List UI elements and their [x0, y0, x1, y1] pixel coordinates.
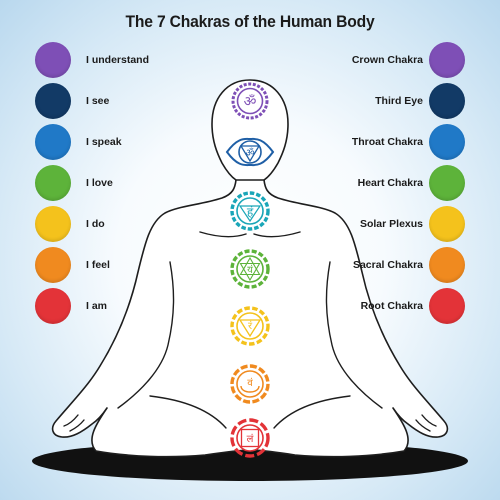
chakra-dot-third-eye-right [429, 83, 465, 119]
affirmation-label: I see [86, 95, 110, 107]
chakra-dot-throat-left [35, 124, 71, 160]
right-arm-inner-line [325, 261, 383, 409]
crown-chakra-symbol: ॐ [231, 82, 269, 120]
left-fingers [63, 414, 85, 432]
heart-chakra-glyph: यं [247, 264, 253, 276]
chakra-dot-crown-left [35, 42, 71, 78]
throat-chakra-symbol: हं [230, 191, 270, 231]
chakra-dot-crown-right [429, 42, 465, 78]
affirmation-label: I am [86, 300, 108, 312]
chakra-dot-solar-plexus-left [35, 206, 71, 242]
sacral-chakra-symbol: वं [230, 364, 270, 404]
third-eye-chakra-symbol: ॐ [225, 137, 275, 167]
chakra-name-label: Throat Chakra [351, 136, 423, 148]
chakra-dot-sacral-right [429, 247, 465, 283]
chakra-name-label: Crown Chakra [351, 54, 423, 66]
chakra-name-label: Third Eye [375, 95, 423, 107]
root-chakra-symbol: लं [230, 418, 270, 458]
sacral-chakra-glyph: वं [247, 377, 253, 389]
chakra-dot-root-right [429, 288, 465, 324]
solar-plexus-chakra-glyph: रं [248, 320, 253, 332]
right-fingers [415, 414, 437, 432]
chakra-name-label: Sacral Chakra [352, 259, 423, 271]
chakra-name-label: Heart Chakra [357, 177, 423, 189]
third-eye-chakra-glyph: ॐ [245, 147, 254, 159]
affirmation-label: I love [86, 177, 113, 189]
throat-chakra-glyph: हं [247, 205, 254, 219]
crown-chakra-glyph: ॐ [244, 94, 257, 110]
affirmation-label: I speak [86, 136, 122, 148]
left-arm-inner-line [117, 261, 175, 409]
left-leg-line [149, 395, 227, 429]
chakra-dot-sacral-left [35, 247, 71, 283]
solar-plexus-chakra-symbol: रं [230, 306, 270, 346]
chakra-dot-heart-right [429, 165, 465, 201]
chest-line [199, 231, 301, 238]
chakra-name-label: Solar Plexus [359, 218, 423, 230]
chakra-name-label: Root Chakra [360, 300, 423, 312]
diagram-title: The 7 Chakras of the Human Body [125, 12, 375, 31]
chakra-dot-throat-right [429, 124, 465, 160]
chakra-dot-root-left [35, 288, 71, 324]
affirmation-label: I feel [86, 259, 110, 271]
chakra-dot-heart-left [35, 165, 71, 201]
chakra-dot-third-eye-left [35, 83, 71, 119]
heart-chakra-symbol: यं [230, 249, 270, 289]
affirmation-label: I do [86, 218, 105, 230]
affirmation-label: I understand [86, 54, 150, 66]
right-leg-line [273, 395, 351, 429]
chakra-dot-solar-plexus-right [429, 206, 465, 242]
root-chakra-glyph: लं [247, 433, 254, 445]
